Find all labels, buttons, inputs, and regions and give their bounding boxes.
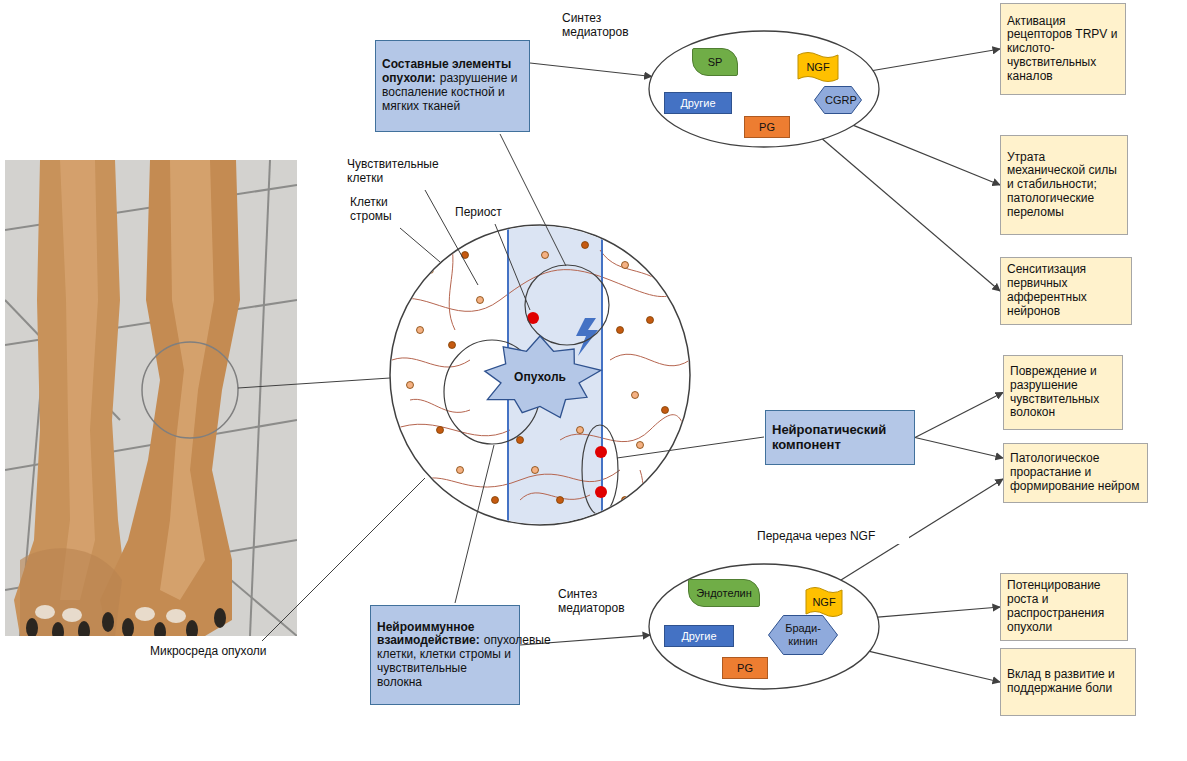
- node-title: Опухоль: [480, 371, 600, 385]
- effect-box: Патологическое прорастание и формировани…: [1003, 443, 1148, 503]
- tumor-star: Опухоль: [480, 335, 600, 421]
- mediator-pill: SP: [692, 48, 738, 76]
- node-title: Утрата механической силы и стабильности;…: [1007, 151, 1121, 220]
- node-title: Нейропатический компонент: [772, 423, 908, 453]
- callout-label: Клетки стромы: [350, 196, 412, 224]
- effect-box: Сенситизация первичных афферентных нейро…: [1000, 257, 1132, 325]
- callout-label: Чувствительные клетки: [347, 158, 447, 186]
- arrow-connector: [854, 125, 1001, 185]
- component-box: Нейропатический компонент: [765, 410, 915, 465]
- node-title: PG: [745, 121, 789, 134]
- node-title: Патологическое прорастание и формировани…: [1010, 452, 1141, 493]
- node-title: Активация рецепторов TRPV и кислото-чувс…: [1007, 15, 1119, 84]
- mediator-pill: PG: [744, 116, 790, 138]
- node-title: Бради- кинин: [779, 622, 827, 647]
- mediator-circle: ЭндотелинNGF Другие Бради- кининPG: [648, 563, 880, 690]
- dog-leg-photo: [5, 160, 297, 636]
- tumor-microenvironment: [392, 222, 690, 528]
- arrow-connector: [915, 438, 1003, 459]
- effect-box: Утрата механической силы и стабильности;…: [1000, 135, 1128, 235]
- callout-label: Микросреда опухоли: [150, 645, 290, 659]
- arrow-connector: [878, 607, 1000, 617]
- source-box: Нейроиммунное взаимодействие:опухолевые …: [370, 605, 520, 705]
- effect-box: Активация рецепторов TRPV и кислото-чувс…: [1000, 3, 1126, 95]
- node-title: Сенситизация первичных афферентных нейро…: [1007, 263, 1125, 318]
- node-title: Нейроиммунное взаимодействие:: [377, 620, 480, 648]
- edge-label: Синтез медиаторов: [560, 12, 644, 40]
- node-title: NGF: [798, 61, 838, 74]
- lightning-symbol: [576, 318, 598, 356]
- mediator-pill: Эндотелин: [688, 579, 760, 607]
- magnified-circle: [390, 225, 690, 525]
- arrow-connector: [915, 393, 1003, 438]
- node-title: Другие: [665, 97, 731, 110]
- arrow-connector: [870, 651, 1001, 682]
- node-title: Вклад в развитие и поддержание боли: [1007, 668, 1129, 696]
- edge-label: Передача через NGF: [755, 530, 909, 544]
- mediator-flag: NGF: [806, 585, 842, 619]
- arrow-connector: [873, 49, 1000, 71]
- node-title: CGRP: [825, 94, 851, 107]
- leader-lines: [262, 134, 764, 641]
- node-title: Потенцирование роста и распространения о…: [1007, 579, 1121, 634]
- effect-box: Потенцирование роста и распространения о…: [1000, 573, 1128, 641]
- effect-box: Повреждение и разрушение чувствительных …: [1003, 355, 1123, 430]
- highlight-ring: [142, 342, 238, 438]
- edge-label: Синтез медиаторов: [556, 588, 640, 616]
- source-box: Составные элементы опухоли:разрушение и …: [375, 40, 530, 132]
- mediator-flag: NGF: [798, 50, 838, 84]
- effect-box: Вклад в развитие и поддержание боли: [1000, 648, 1136, 716]
- arrow-connector: [822, 139, 1000, 291]
- mediator-pill: Другие: [664, 92, 732, 114]
- mediator-pill: PG: [722, 657, 768, 679]
- leader-line: [238, 378, 390, 388]
- node-title: Другие: [665, 630, 733, 643]
- mediator-circle: SP NGF Другие CGRP PG: [648, 30, 880, 148]
- arrow-connector: [530, 63, 652, 77]
- node-title: Эндотелин: [689, 587, 759, 600]
- node-title: PG: [723, 662, 767, 675]
- mediator-hexagon: CGRP: [814, 86, 862, 114]
- callout-label: Периост: [455, 206, 515, 220]
- mediator-pill: Другие: [664, 625, 734, 647]
- node-title: NGF: [806, 596, 842, 609]
- node-title: SP: [693, 56, 737, 69]
- node-title: Повреждение и разрушение чувствительных …: [1010, 365, 1116, 420]
- mediator-hexagon: Бради- кинин: [768, 615, 838, 655]
